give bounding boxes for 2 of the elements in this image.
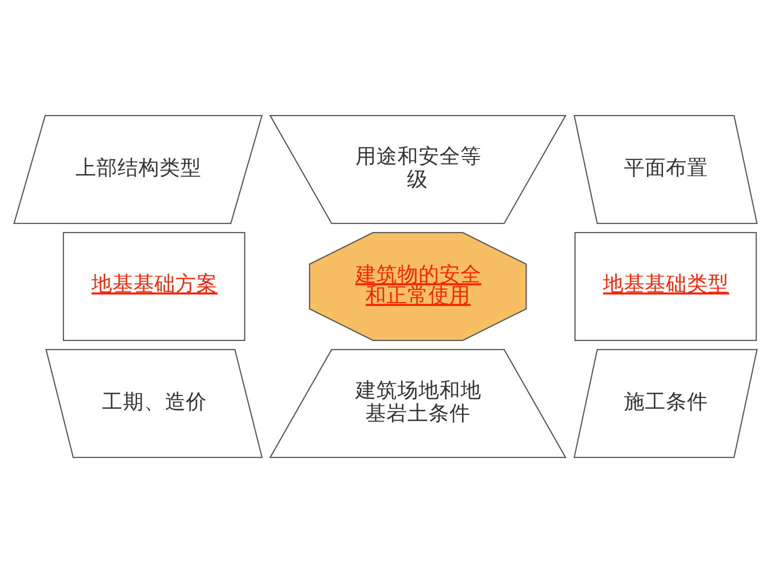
node-box: 地基基础类型 [574,232,756,341]
node-box: 地基基础方案 [62,232,245,341]
